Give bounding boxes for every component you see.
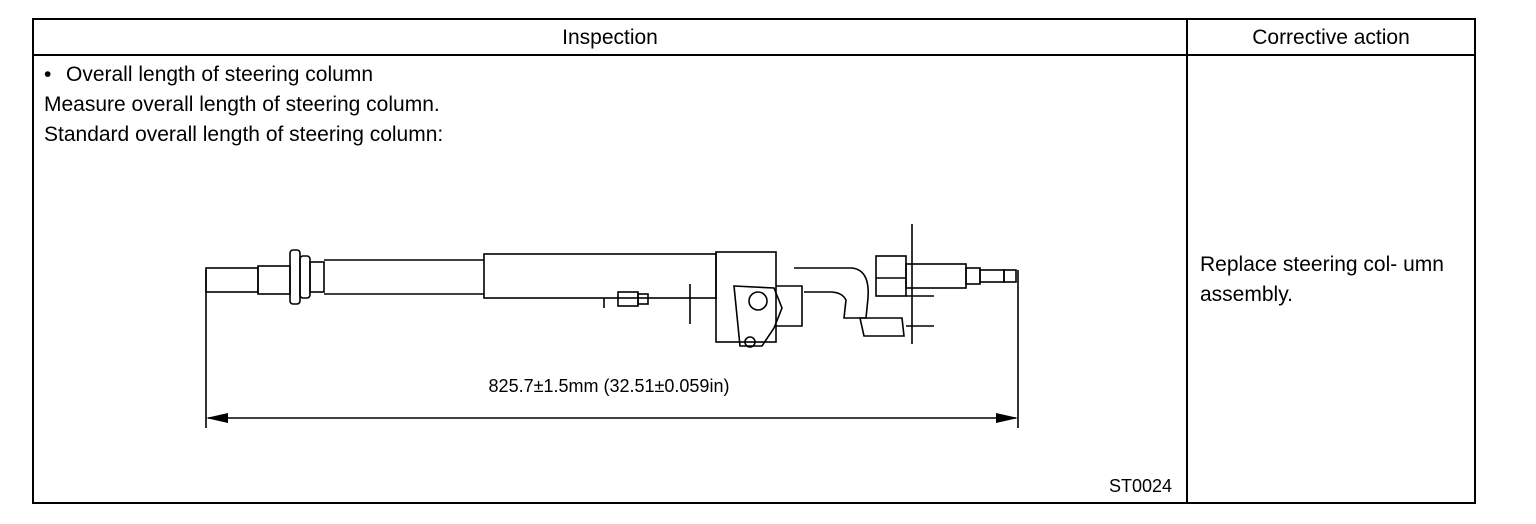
tilt-lever <box>794 267 869 319</box>
left-arrowhead <box>206 413 228 423</box>
bullet-symbol: • <box>44 63 52 86</box>
steering-column-diagram <box>205 224 1019 428</box>
right-arrowhead <box>996 413 1018 423</box>
instruction-text: Measure overall length of steering colum… <box>44 93 440 116</box>
inspection-cell: • Overall length of steering column Measu… <box>34 56 1188 502</box>
header-corrective-action: Corrective action <box>1188 20 1474 56</box>
item-title: Overall length of steering column <box>66 63 373 86</box>
column-tube <box>483 253 717 299</box>
left-shaft-end <box>205 267 259 293</box>
corrective-action-text: Replace steering col- umn assembly. <box>1200 253 1444 306</box>
header-inspection: Inspection <box>34 20 1188 56</box>
inspection-table: Inspection Corrective action • Overall le… <box>32 18 1476 504</box>
figure-code: ST0024 <box>1108 476 1172 496</box>
standard-label: Standard overall length of steering colu… <box>44 123 444 146</box>
corrective-cell: Replace steering col- umn assembly. <box>1188 56 1474 502</box>
dimension-label: 825.7±1.5mm (32.51±0.059in) <box>488 376 730 396</box>
right-shaft-end <box>1003 269 1017 283</box>
bullet-item: • Overall length of steering column <box>44 60 373 90</box>
column-housing <box>715 251 777 343</box>
